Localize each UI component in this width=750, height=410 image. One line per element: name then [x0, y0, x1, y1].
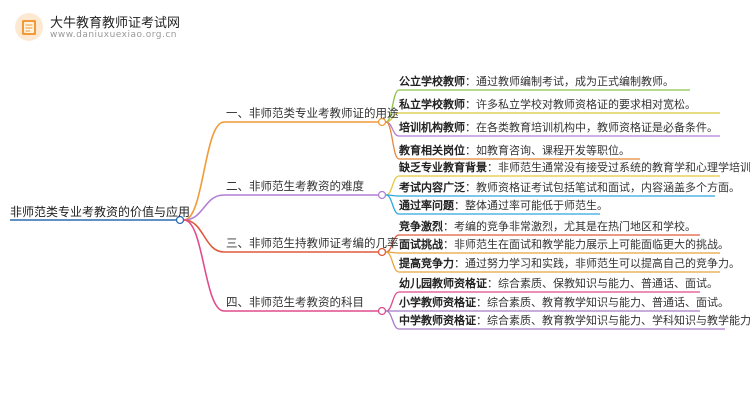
leaf-node: 培训机构教师：在各类教育培训机构中，教师资格证是必备条件。	[399, 121, 718, 134]
branch-node-2: 二、非师范生考教资的难度	[226, 179, 364, 193]
book-logo-icon	[15, 13, 43, 41]
branch-to-leaf-connector	[385, 291, 400, 312]
leaf-node: 公立学校教师：通过教师编制考试，成为正式编制教师。	[399, 75, 674, 88]
root-junction-dot	[175, 215, 185, 225]
leaf-node: 面试挑战：非师范生在面试和教学能力展示上可能面临更大的挑战。	[399, 238, 729, 251]
leaf-node: 缺乏专业教育背景：非师范生通常没有接受过系统的教育学和心理学培训。	[399, 161, 750, 174]
root-to-branch-connector	[183, 194, 225, 221]
site-url: www.daniuxuexiao.org.cn	[50, 30, 177, 40]
branch-to-leaf-connector	[385, 251, 400, 273]
branch-junction-dot	[377, 306, 387, 316]
leaf-node: 小学教师资格证：综合素质、教育教学知识与能力、普通话、面试。	[399, 296, 729, 309]
branch-junction-dot	[377, 247, 387, 257]
branch-junction-dot	[377, 190, 387, 200]
root-to-branch-connector	[183, 121, 225, 221]
leaf-node: 竞争激烈：考编的竞争非常激烈，尤其是在热门地区和学校。	[399, 220, 696, 233]
branch-to-leaf-connector	[385, 310, 400, 330]
branch-junction-dot	[377, 117, 387, 127]
leaf-node: 通过率问题：整体通过率可能低于师范生。	[399, 199, 608, 212]
root-to-branch-connector	[183, 219, 225, 253]
branch-to-leaf-connector	[385, 175, 400, 196]
branch-node-3: 三、非师范生持教师证考编的几率	[226, 236, 399, 250]
branch-node-4: 四、非师范生考教资的科目	[226, 295, 364, 309]
leaf-node: 提高竞争力：通过努力学习和实践，非师范生可以提高自己的竞争力。	[399, 257, 740, 270]
branch-to-leaf-connector	[385, 194, 400, 215]
root-node: 非师范类专业考教资的价值与应用	[10, 205, 191, 219]
leaf-node: 教育相关岗位：如教育咨询、课程开发等职位。	[399, 144, 630, 157]
branch-to-leaf-connector	[385, 89, 400, 123]
leaf-node: 幼儿园教师资格证：综合素质、保教知识与能力、普通话、面试。	[399, 277, 718, 290]
site-logo[interactable]: 大牛教育教师证考试网 www.daniuxuexiao.org.cn	[14, 10, 184, 46]
leaf-node: 私立学校教师：许多私立学校对教师资格证的要求相对宽松。	[399, 98, 696, 111]
branch-node-1: 一、非师范类专业考教师证的用途	[226, 106, 399, 120]
leaf-node: 考试内容广泛：教师资格证考试包括笔试和面试，内容涵盖多个方面。	[399, 181, 740, 194]
branch-to-leaf-connector	[385, 121, 400, 160]
leaf-node: 中学教师资格证：综合素质、教育教学知识与能力、学科知识与教学能力。	[399, 314, 750, 327]
site-title: 大牛教育教师证考试网	[50, 16, 181, 31]
root-to-branch-connector	[183, 219, 225, 312]
